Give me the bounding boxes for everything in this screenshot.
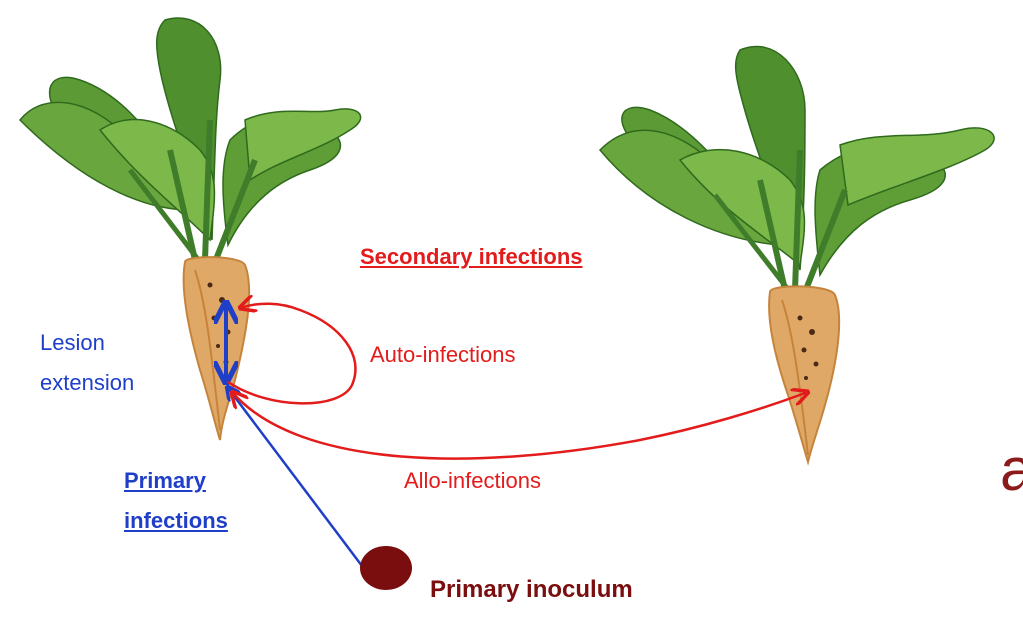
lesion-extension-label-line1: Lesion [40,330,105,356]
secondary-infections-label: Secondary infections [360,244,583,270]
primary-infection-arrow [228,388,362,566]
inoculum-dot-icon [360,546,412,590]
primary-inoculum-label: Primary inoculum [430,576,633,604]
allo-infections-label: Allo-infections [404,468,541,494]
lesion-extension-label-line2: extension [40,370,134,396]
right-plant-icon [600,46,994,462]
primary-infections-label-line1: Primary [124,468,206,494]
auto-infections-label: Auto-infections [370,342,516,368]
edge-glyph-label: a [1000,440,1023,500]
primary-infections-label-line2: infections [124,508,228,534]
